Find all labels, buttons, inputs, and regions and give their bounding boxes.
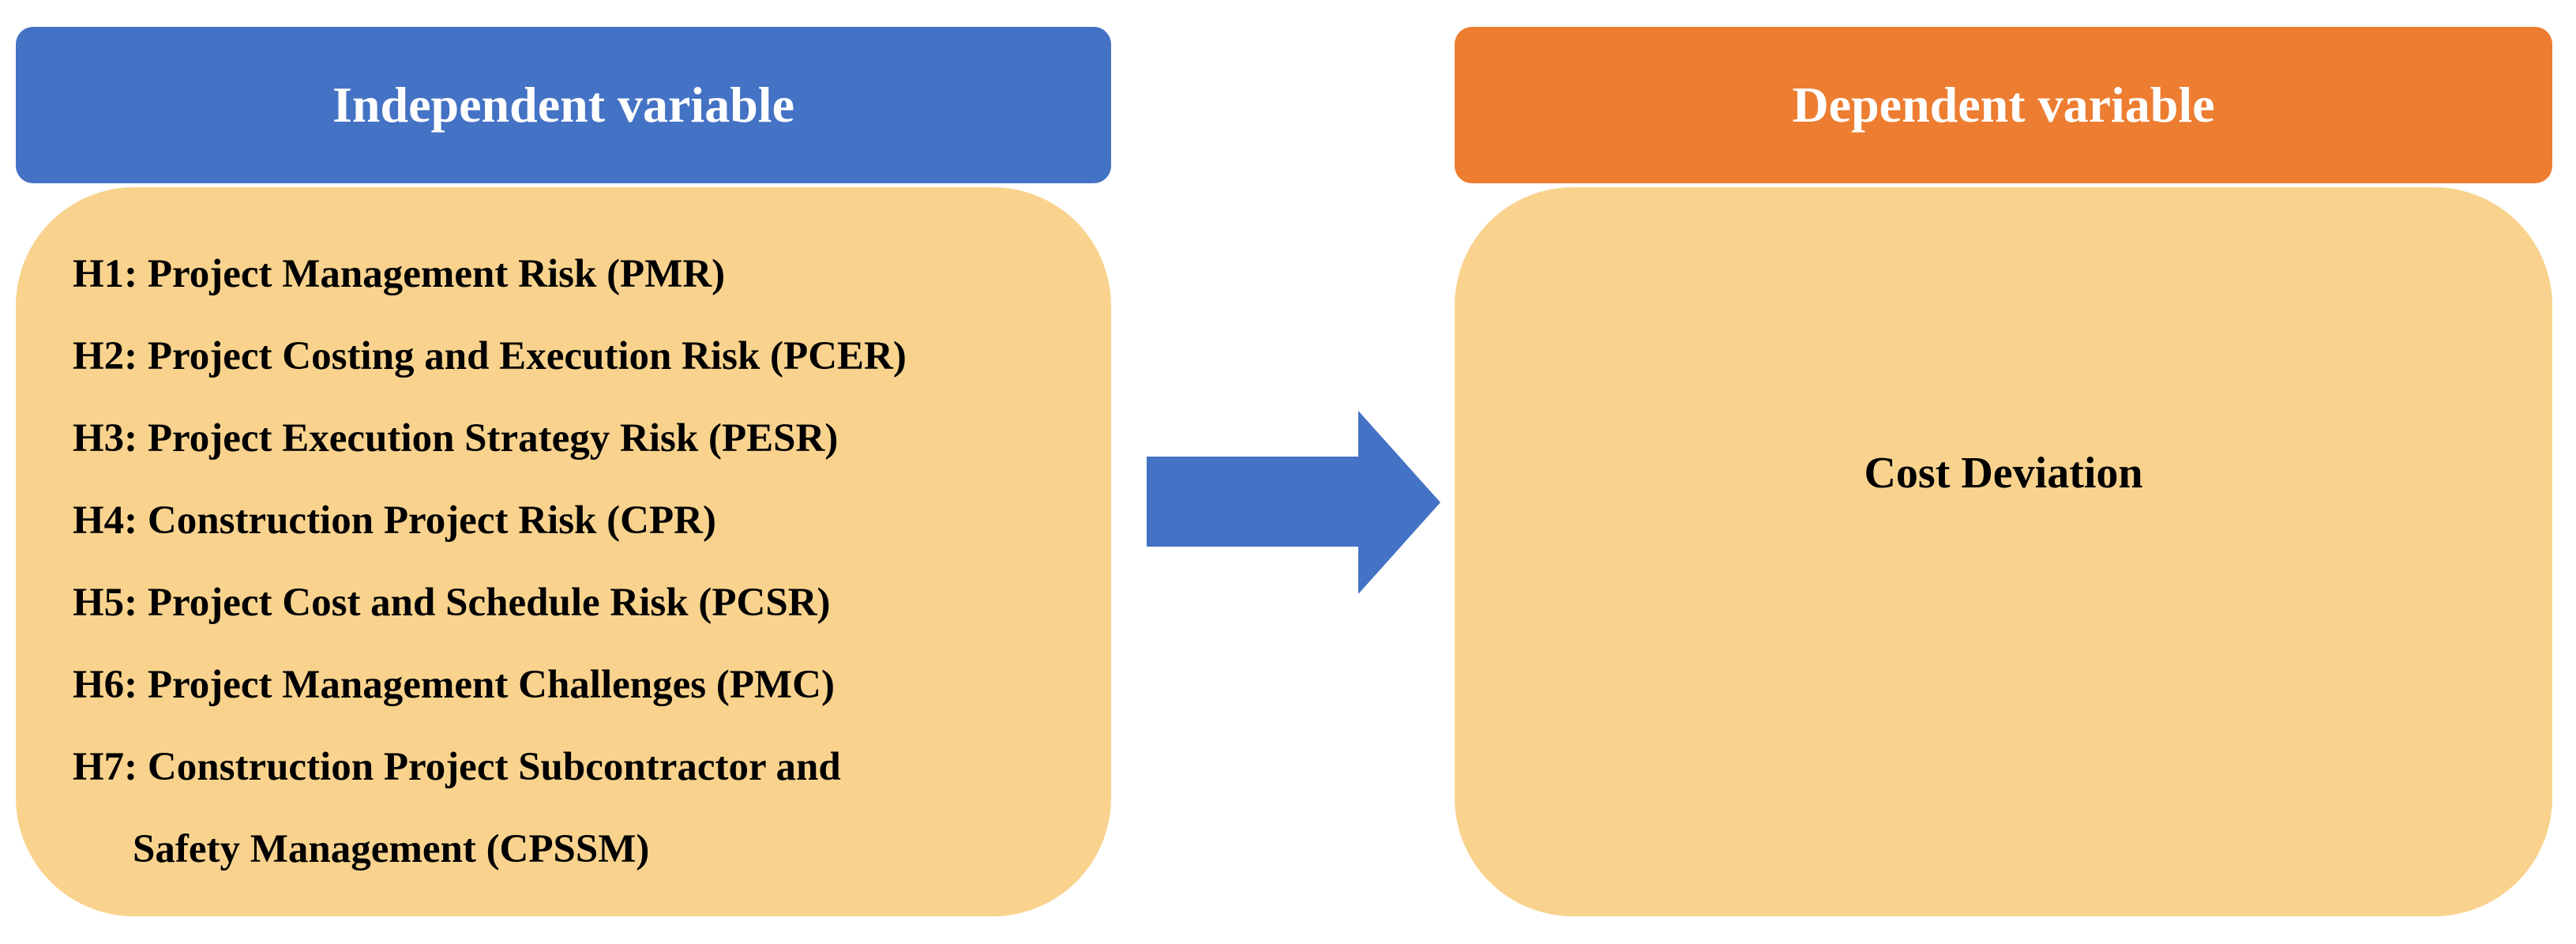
- hypothesis-item-h4: H4: Construction Project Risk (CPR): [73, 498, 716, 543]
- cost-deviation-label: Cost Deviation: [1864, 448, 2143, 498]
- hypothesis-item-h2: H2: Project Costing and Execution Risk (…: [73, 334, 907, 378]
- right-arrow-icon: [1147, 411, 1440, 594]
- hypothesis-item-h6: H6: Project Management Challenges (PMC): [73, 663, 835, 707]
- hypothesis-item-h1: H1: Project Management Risk (PMR): [73, 252, 726, 296]
- hypothesis-h7-line1: H7: Construction Project Subcontractor a…: [73, 745, 841, 789]
- dependent-variable-panel: Cost Deviation: [1455, 187, 2552, 916]
- arrow-shape: [1147, 411, 1440, 594]
- hypothesis-item-h7: H7: Construction Project Subcontractor a…: [73, 726, 907, 890]
- hypothesis-item-h5: H5: Project Cost and Schedule Risk (PCSR…: [73, 581, 831, 625]
- independent-variable-panel: H1: Project Management Risk (PMR) H2: Pr…: [16, 187, 1111, 916]
- independent-variable-title: Independent variable: [332, 77, 794, 133]
- hypothesis-h7-line2: Safety Management (CPSSM): [133, 827, 650, 871]
- independent-variable-header: Independent variable: [16, 27, 1111, 183]
- hypothesis-item-h3: H3: Project Execution Strategy Risk (PES…: [73, 416, 839, 461]
- dependent-variable-header: Dependent variable: [1455, 27, 2552, 183]
- hypothesis-list: H1: Project Management Risk (PMR) H2: Pr…: [73, 233, 907, 890]
- dependent-variable-title: Dependent variable: [1792, 77, 2215, 133]
